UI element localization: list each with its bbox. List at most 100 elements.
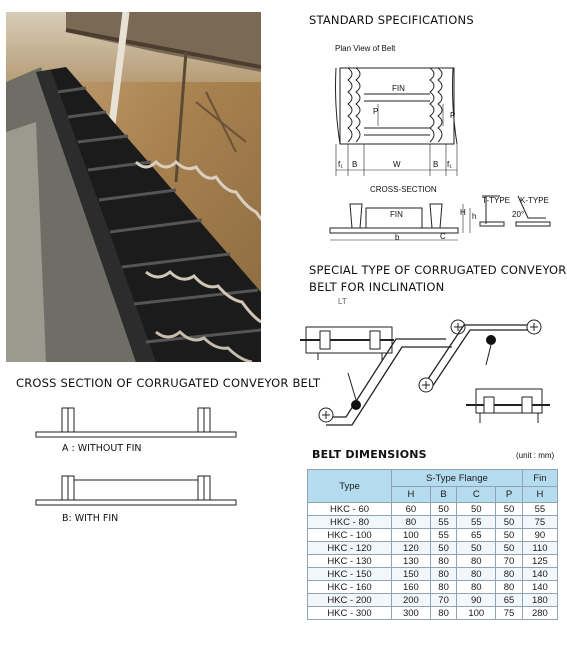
special-type-title-line1: SPECIAL TYPE OF CORRUGATED CONVEYOR (309, 263, 567, 277)
cell-value: 80 (456, 567, 497, 581)
conveyor-photo (6, 12, 261, 362)
cross-section-drawings (34, 400, 239, 510)
cell-value: 150 (391, 567, 431, 581)
cell-value: 80 (429, 606, 458, 620)
cell-value: 50 (495, 541, 523, 555)
cell-type: HKC - 60 (307, 502, 392, 516)
cell-value: 50 (495, 528, 523, 542)
cross-section-label: CROSS-SECTION (370, 185, 437, 194)
cell-type: HKC - 200 (307, 593, 392, 607)
cell-value: 120 (391, 541, 431, 555)
dim-b-right: B (433, 160, 439, 169)
special-type-title-line2: BELT FOR INCLINATION (309, 280, 445, 294)
dim-p: P (373, 107, 379, 116)
cell-type: HKC - 80 (307, 515, 392, 529)
cell-value: 65 (495, 593, 523, 607)
cell-value: 125 (521, 554, 559, 568)
cell-value: 55 (456, 515, 497, 529)
sub-fin-h: H (521, 486, 559, 503)
cell-value: 75 (521, 515, 559, 529)
cell-value: 200 (391, 593, 431, 607)
cell-value: 80 (429, 554, 458, 568)
sub-c: C (456, 486, 497, 503)
cell-value: 55 (429, 515, 458, 529)
label-without-fin: A : WITHOUT FIN (62, 443, 142, 454)
cell-value: 65 (456, 528, 497, 542)
special-mark: LT (338, 297, 347, 306)
cell-value: 55 (429, 528, 458, 542)
t-type-label: T-TYPE (482, 196, 511, 205)
col-type: Type (307, 469, 392, 503)
dim-b-left: B (352, 160, 358, 169)
sub-h: H (391, 486, 431, 503)
cell-value: 90 (521, 528, 559, 542)
cell-type: HKC - 130 (307, 554, 392, 568)
cell-value: 50 (456, 502, 497, 516)
cell-value: 280 (521, 606, 559, 620)
cell-value: 90 (456, 593, 497, 607)
cell-value: 110 (521, 541, 559, 555)
cross-section-title: CROSS SECTION OF CORRUGATED CONVEYOR BEL… (16, 376, 321, 390)
unit-label: (unit : mm) (516, 451, 555, 460)
dim-b: b (395, 233, 400, 242)
dim-h2: h (472, 212, 477, 221)
cell-value: 140 (521, 580, 559, 594)
label-with-fin: B: WITH FIN (62, 513, 119, 524)
dim-h: H (460, 208, 466, 217)
angle-label: 20° (512, 210, 525, 219)
cell-type: HKC - 150 (307, 567, 392, 581)
cell-value: 140 (521, 567, 559, 581)
cell-value: 100 (456, 606, 497, 620)
plan-view-label: Plan View of Belt (335, 44, 396, 53)
cell-value: 80 (391, 515, 431, 529)
cell-value: 80 (429, 580, 458, 594)
cell-value: 55 (521, 502, 559, 516)
cell-value: 300 (391, 606, 431, 620)
cell-value: 80 (429, 567, 458, 581)
dim-f2: f₁ (447, 160, 452, 169)
cell-value: 50 (429, 541, 458, 555)
belt-dimensions-title: BELT DIMENSIONS (312, 448, 427, 461)
cell-value: 50 (495, 515, 523, 529)
dim-w: W (393, 160, 401, 169)
cell-type: HKC - 300 (307, 606, 392, 620)
cell-value: 50 (456, 541, 497, 555)
belt-dimensions-table: Type S-Type Flange Fin H B C P H HKC - 6… (307, 469, 559, 620)
k-type-label: K-TYPE (520, 196, 549, 205)
cell-value: 80 (456, 554, 497, 568)
dim-f1: f₁ (338, 160, 343, 169)
col-group-flange: S-Type Flange (391, 469, 523, 487)
cell-value: 50 (429, 502, 458, 516)
col-group-fin: Fin (521, 469, 559, 487)
fin-label-cross: FIN (390, 210, 403, 219)
standard-specifications-title: STANDARD SPECIFICATIONS (309, 13, 474, 27)
cell-value: 100 (391, 528, 431, 542)
cell-value: 130 (391, 554, 431, 568)
cell-type: HKC - 120 (307, 541, 392, 555)
cell-value: 60 (391, 502, 431, 516)
cell-value: 80 (495, 567, 523, 581)
fin-label: FIN (392, 84, 405, 93)
cell-value: 50 (495, 502, 523, 516)
dim-p-right: P (450, 111, 456, 120)
spec-diagram (318, 56, 563, 246)
inclination-diagram (296, 305, 558, 435)
cell-value: 180 (521, 593, 559, 607)
cell-type: HKC - 100 (307, 528, 392, 542)
cell-value: 160 (391, 580, 431, 594)
cell-value: 70 (429, 593, 458, 607)
cell-value: 75 (495, 606, 523, 620)
cell-value: 70 (495, 554, 523, 568)
cell-type: HKC - 160 (307, 580, 392, 594)
sub-p: P (495, 486, 523, 503)
cell-value: 80 (456, 580, 497, 594)
